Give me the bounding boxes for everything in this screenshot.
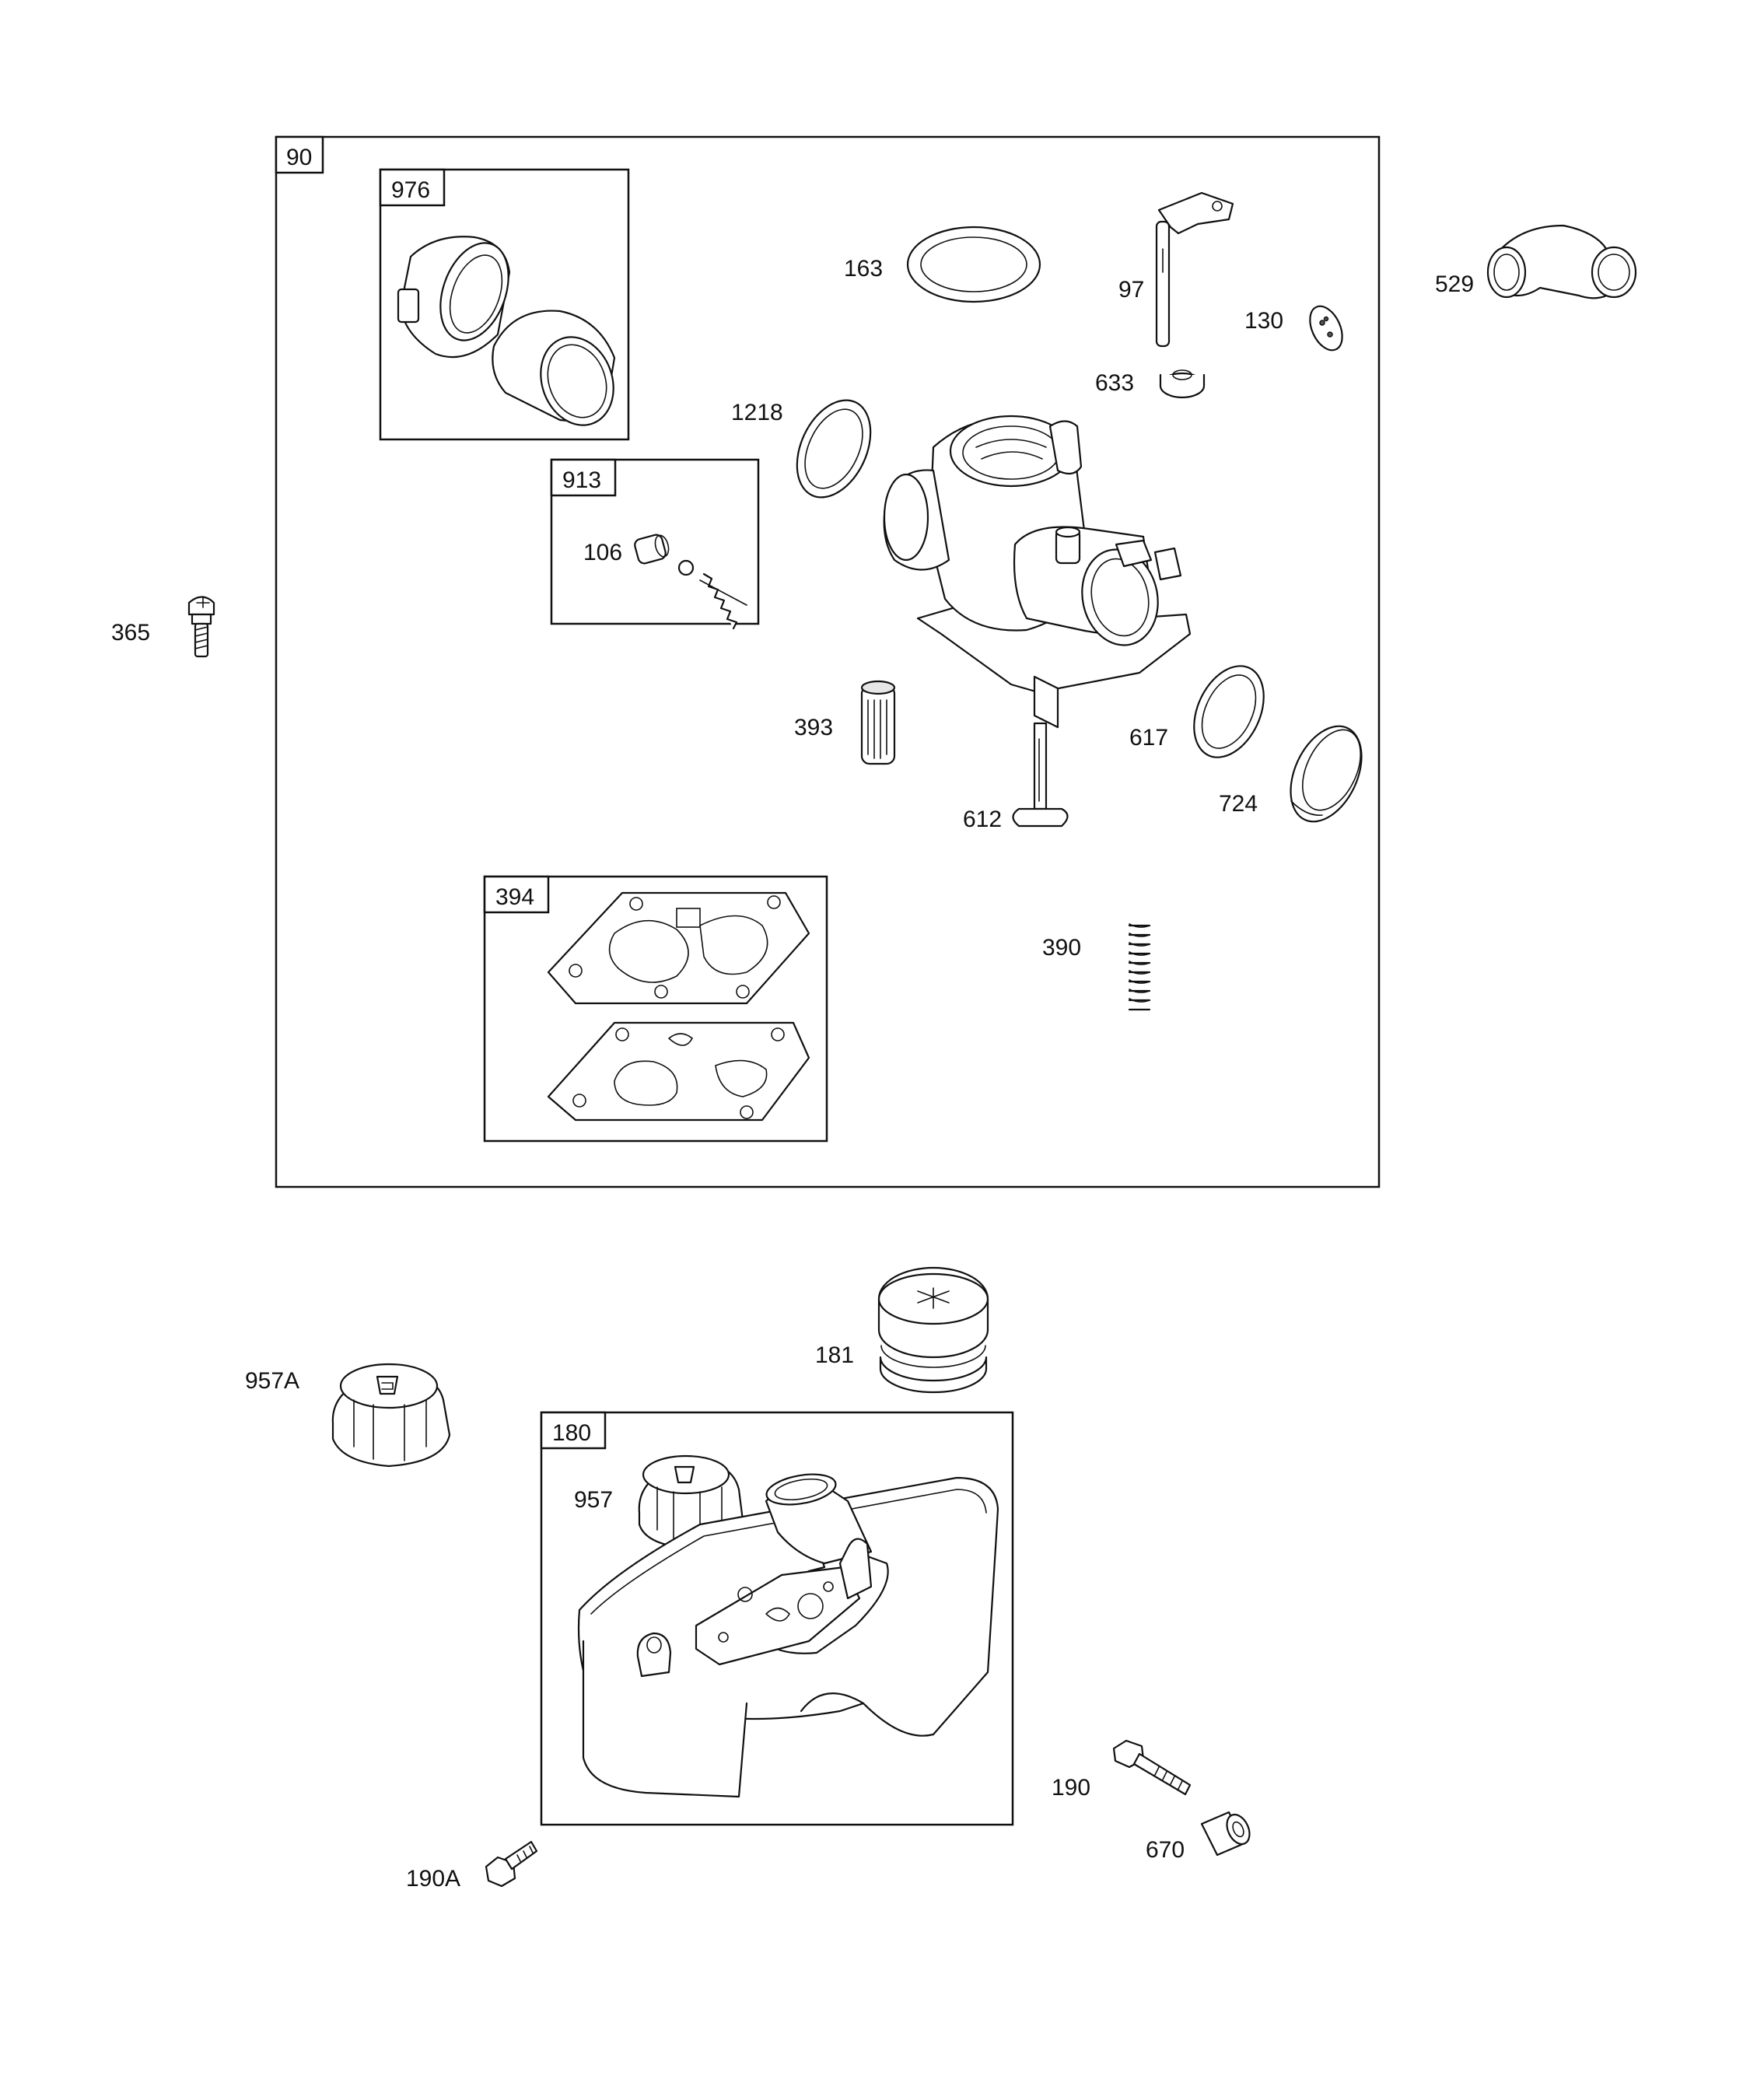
bolt-190A-part [485, 1840, 538, 1888]
callout-163: 163 [844, 256, 883, 282]
kit-box-90: 90 [275, 135, 1381, 1188]
cap-181-part [877, 1266, 989, 1394]
callout-1218: 1218 [731, 400, 783, 425]
spring-390-part [1128, 923, 1151, 1011]
elbow-529-part [1486, 224, 1637, 299]
callout-190: 190 [1052, 1775, 1090, 1801]
callout-393: 393 [794, 715, 833, 740]
kit-box-394: 394 [483, 875, 828, 1143]
kit-label-913: 913 [562, 467, 601, 493]
kit-box-913: 913 [550, 458, 760, 625]
throttle-plate-part [1309, 305, 1343, 352]
carburetor-body-part [883, 415, 1192, 729]
fuel-cap-957A-part [331, 1363, 451, 1468]
cap-724-part [1290, 725, 1363, 823]
callout-612: 612 [963, 807, 1002, 832]
oring-1218-part [796, 399, 872, 499]
oring-617-part [1193, 665, 1265, 758]
kit-label-90: 90 [286, 145, 312, 170]
kit-label-976: 976 [391, 177, 430, 203]
kit-label-180: 180 [552, 1420, 591, 1446]
callout-190A: 190A [406, 1866, 460, 1892]
filter-cup-part [492, 310, 616, 426]
needle-seat-part [634, 534, 695, 576]
spacer-670-part [1200, 1811, 1251, 1857]
callout-633: 633 [1095, 370, 1134, 396]
seal-633-part [1159, 369, 1206, 399]
callout-130: 130 [1244, 308, 1283, 334]
fuel-pickup-tube-part [1012, 722, 1069, 828]
gasket-lower-part [547, 1021, 810, 1122]
callout-617: 617 [1129, 725, 1168, 751]
kit-label-394: 394 [495, 884, 534, 910]
gasket-upper-part [547, 891, 810, 1005]
fuel-tank-part [577, 1473, 999, 1798]
main-jet-part [860, 680, 896, 765]
callout-390: 390 [1042, 935, 1081, 961]
callout-97: 97 [1118, 277, 1144, 303]
oring-163-part [906, 226, 1041, 303]
bolt-190-part [1112, 1739, 1192, 1796]
callout-957A: 957A [245, 1368, 299, 1394]
callout-365: 365 [111, 620, 150, 646]
screw-365-part [187, 596, 215, 658]
choke-sleeve-part [397, 236, 511, 359]
callout-724: 724 [1219, 791, 1258, 817]
callout-106: 106 [583, 540, 622, 565]
throttle-shaft-part [1155, 191, 1234, 348]
spring-913-part [699, 572, 747, 630]
callout-529: 529 [1435, 271, 1474, 297]
callout-181: 181 [815, 1342, 854, 1368]
callout-670: 670 [1146, 1837, 1185, 1863]
kit-box-180: 180 [540, 1411, 1014, 1826]
kit-box-976: 976 [379, 168, 630, 441]
callout-957: 957 [574, 1487, 613, 1513]
